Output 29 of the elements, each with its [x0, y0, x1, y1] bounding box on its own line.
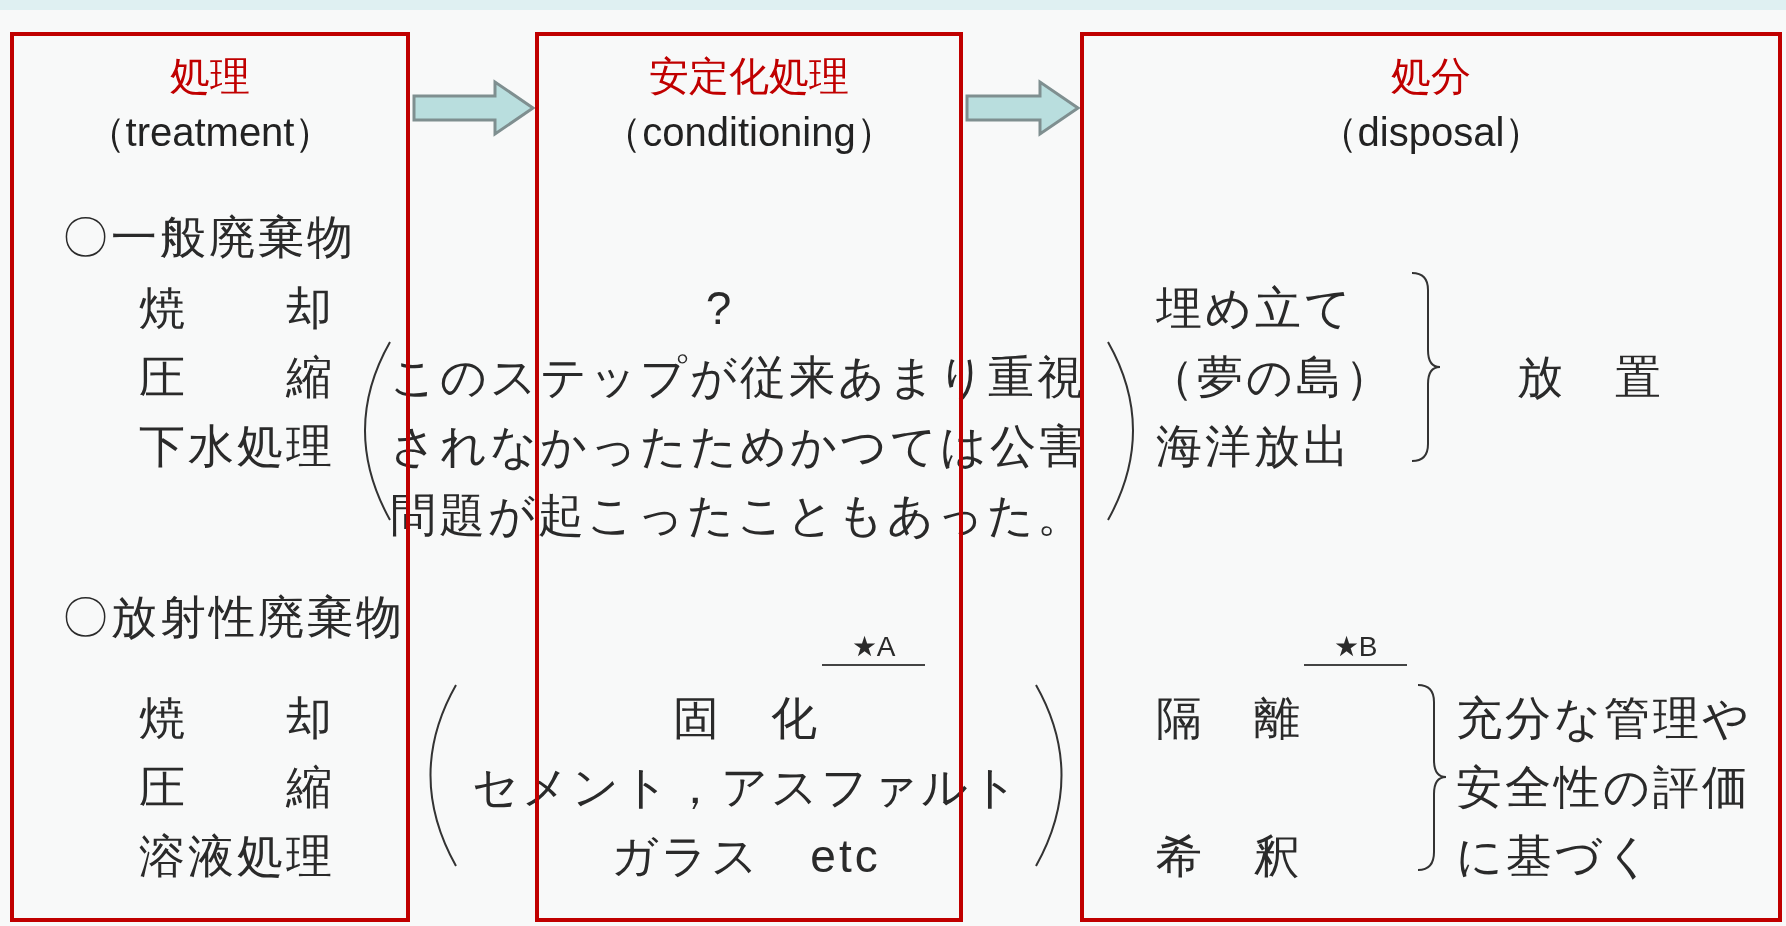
body-text: （夢の島） [1148, 350, 1395, 405]
body-text: 〇一般廃棄物 [62, 210, 357, 265]
column-heading: 処分 [1391, 53, 1471, 100]
column-subheading: （disposal） [1317, 109, 1545, 156]
body-text: ? [704, 281, 736, 336]
star-mark: ★A [822, 630, 925, 666]
body-text: 固 化 [671, 691, 821, 746]
column-heading: 安定化処理 [649, 53, 849, 100]
column-subheading: （treatment） [85, 109, 335, 156]
body-text: 充分な管理や安全性の評価に基づく [1456, 691, 1753, 884]
column-heading: 処理 [170, 53, 250, 100]
body-text: 圧 縮 [139, 760, 336, 815]
body-text: 下水処理 [139, 419, 336, 474]
body-text: 溶液処理 [139, 829, 336, 884]
body-text: 焼 却 [139, 281, 336, 336]
body-text: 放 置 [1515, 350, 1665, 405]
block-arrow [965, 79, 1081, 137]
body-text: 埋め立て [1156, 281, 1355, 336]
body-text: 海洋放出 [1156, 419, 1353, 474]
star-mark: ★B [1304, 630, 1407, 666]
body-text: ガラス etc [610, 829, 882, 884]
column-frame [1080, 32, 1782, 922]
body-text: 圧 縮 [139, 350, 336, 405]
body-text: 焼 却 [139, 691, 336, 746]
column-subheading: （conditioning） [602, 109, 896, 156]
body-text: 希 釈 [1156, 829, 1304, 884]
body-text: 隔 離 [1156, 691, 1304, 746]
body-text: 〇放射性廃棄物 [62, 590, 406, 645]
block-arrow [412, 79, 536, 137]
